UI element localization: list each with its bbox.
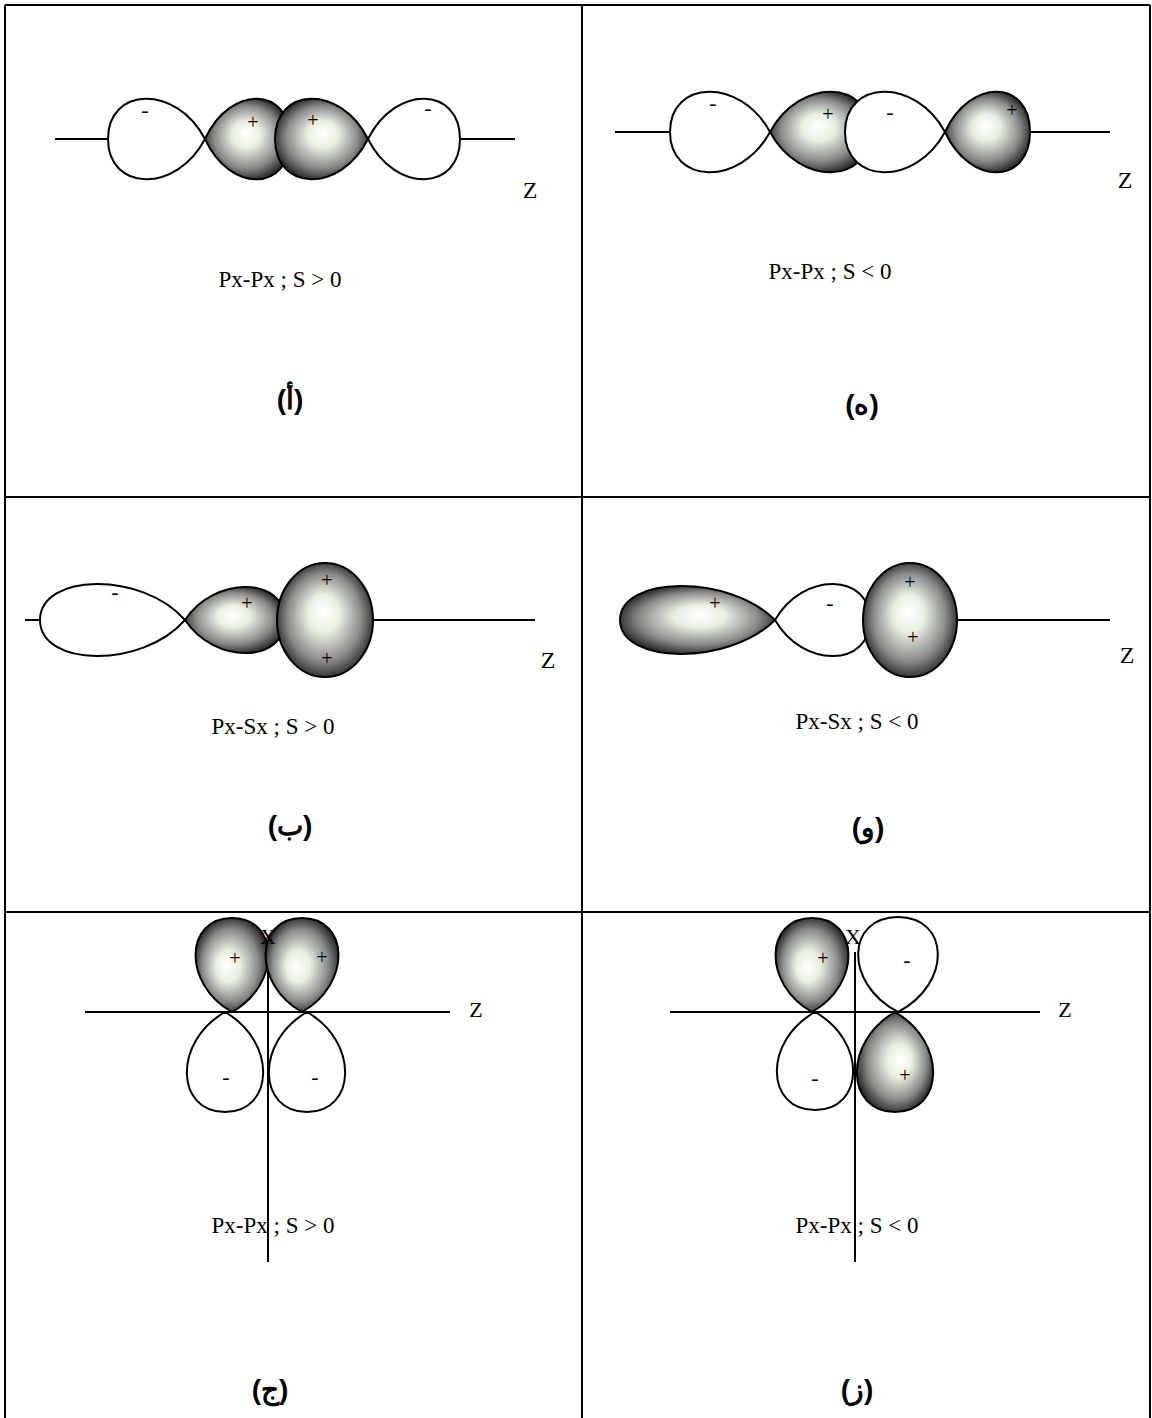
axis-label: X: [260, 925, 276, 949]
orbital-lobe: [266, 918, 339, 1012]
overlap-caption: Px-Sx ; S < 0: [796, 709, 919, 734]
phase-sign: +: [321, 569, 332, 591]
phase-sign: +: [1006, 99, 1017, 121]
z-axis: [670, 1011, 1040, 1013]
phase-sign: +: [822, 103, 833, 125]
axis-label: Z: [1058, 998, 1071, 1022]
orbital-lobe: [777, 1012, 853, 1110]
phase-sign: +: [316, 946, 327, 968]
axis-label: Z: [469, 998, 482, 1022]
phase-sign: +: [899, 1064, 910, 1086]
orbital-lobe: [945, 92, 1030, 173]
phase-sign: +: [709, 592, 720, 614]
axis-label: Z: [523, 177, 538, 203]
overlap-caption: Px-Px ; S > 0: [219, 267, 342, 292]
phase-sign: +: [307, 109, 318, 131]
phase-sign: -: [826, 591, 833, 615]
grid-line: [5, 911, 1150, 913]
grid-line: [581, 5, 583, 1418]
grid-line: [1149, 5, 1151, 1418]
orbital-lobe: [857, 1012, 933, 1112]
z-axis: [85, 1011, 450, 1013]
overlap-caption: Px-Sx ; S > 0: [212, 714, 335, 739]
panel-letter: (ج): [252, 1375, 289, 1406]
axes: [25, 132, 1110, 620]
grid-line: [4, 5, 6, 1418]
phase-sign: +: [247, 111, 258, 133]
panel-letter: (و): [852, 813, 885, 844]
s-orbital: [863, 563, 957, 677]
orbital-lobe: [196, 918, 269, 1012]
overlap-caption: Px-Px ; S < 0: [796, 1213, 919, 1238]
overlap-caption: Px-Px ; S > 0: [212, 1213, 335, 1238]
panel-letter: (ز): [841, 1375, 874, 1406]
panel-letter: (ب): [268, 811, 313, 842]
grid-line: [5, 496, 1150, 498]
orbital-lobe: [368, 99, 460, 180]
s-orbital: [277, 563, 373, 677]
phase-sign: -: [141, 98, 148, 122]
orbital-lobe: [776, 918, 849, 1012]
phase-sign: +: [229, 947, 240, 969]
phase-sign: +: [907, 626, 918, 648]
phase-sign: +: [241, 592, 252, 614]
phase-sign: +: [321, 647, 332, 669]
orbital-lobe: [620, 586, 775, 654]
orbital-lobe: [670, 92, 770, 173]
phase-sign: -: [222, 1065, 229, 1089]
orbital-lobe: [858, 917, 938, 1012]
phase-sign: -: [903, 948, 910, 972]
orbital-lobe: [775, 584, 870, 656]
phase-sign: -: [311, 1065, 318, 1089]
phase-sign: -: [886, 100, 893, 124]
table-grid: [5, 5, 1150, 1418]
axis-label: Z: [1120, 642, 1135, 668]
orbital-lobe: [108, 99, 205, 180]
phase-sign: -: [709, 91, 716, 115]
axis-label: X: [845, 925, 861, 949]
orbital-lobe: [845, 92, 945, 173]
phase-sign: -: [811, 1066, 818, 1090]
orbital-lobe: [187, 1012, 263, 1112]
orbital-lobe: [269, 1012, 345, 1112]
phase-sign: -: [111, 580, 118, 604]
panel-letter: (أ): [277, 385, 304, 416]
phase-sign: +: [817, 947, 828, 969]
overlap-caption: Px-Px ; S < 0: [769, 259, 892, 284]
orbital-lobe: [275, 99, 368, 180]
phase-sign: +: [904, 571, 915, 593]
axis-label: Z: [541, 647, 556, 673]
grid-line: [5, 4, 1150, 6]
panel-letter: (ه): [845, 390, 879, 421]
orbital-lobe: [185, 587, 285, 653]
axis-label: Z: [1118, 167, 1133, 193]
phase-sign: -: [424, 96, 431, 120]
